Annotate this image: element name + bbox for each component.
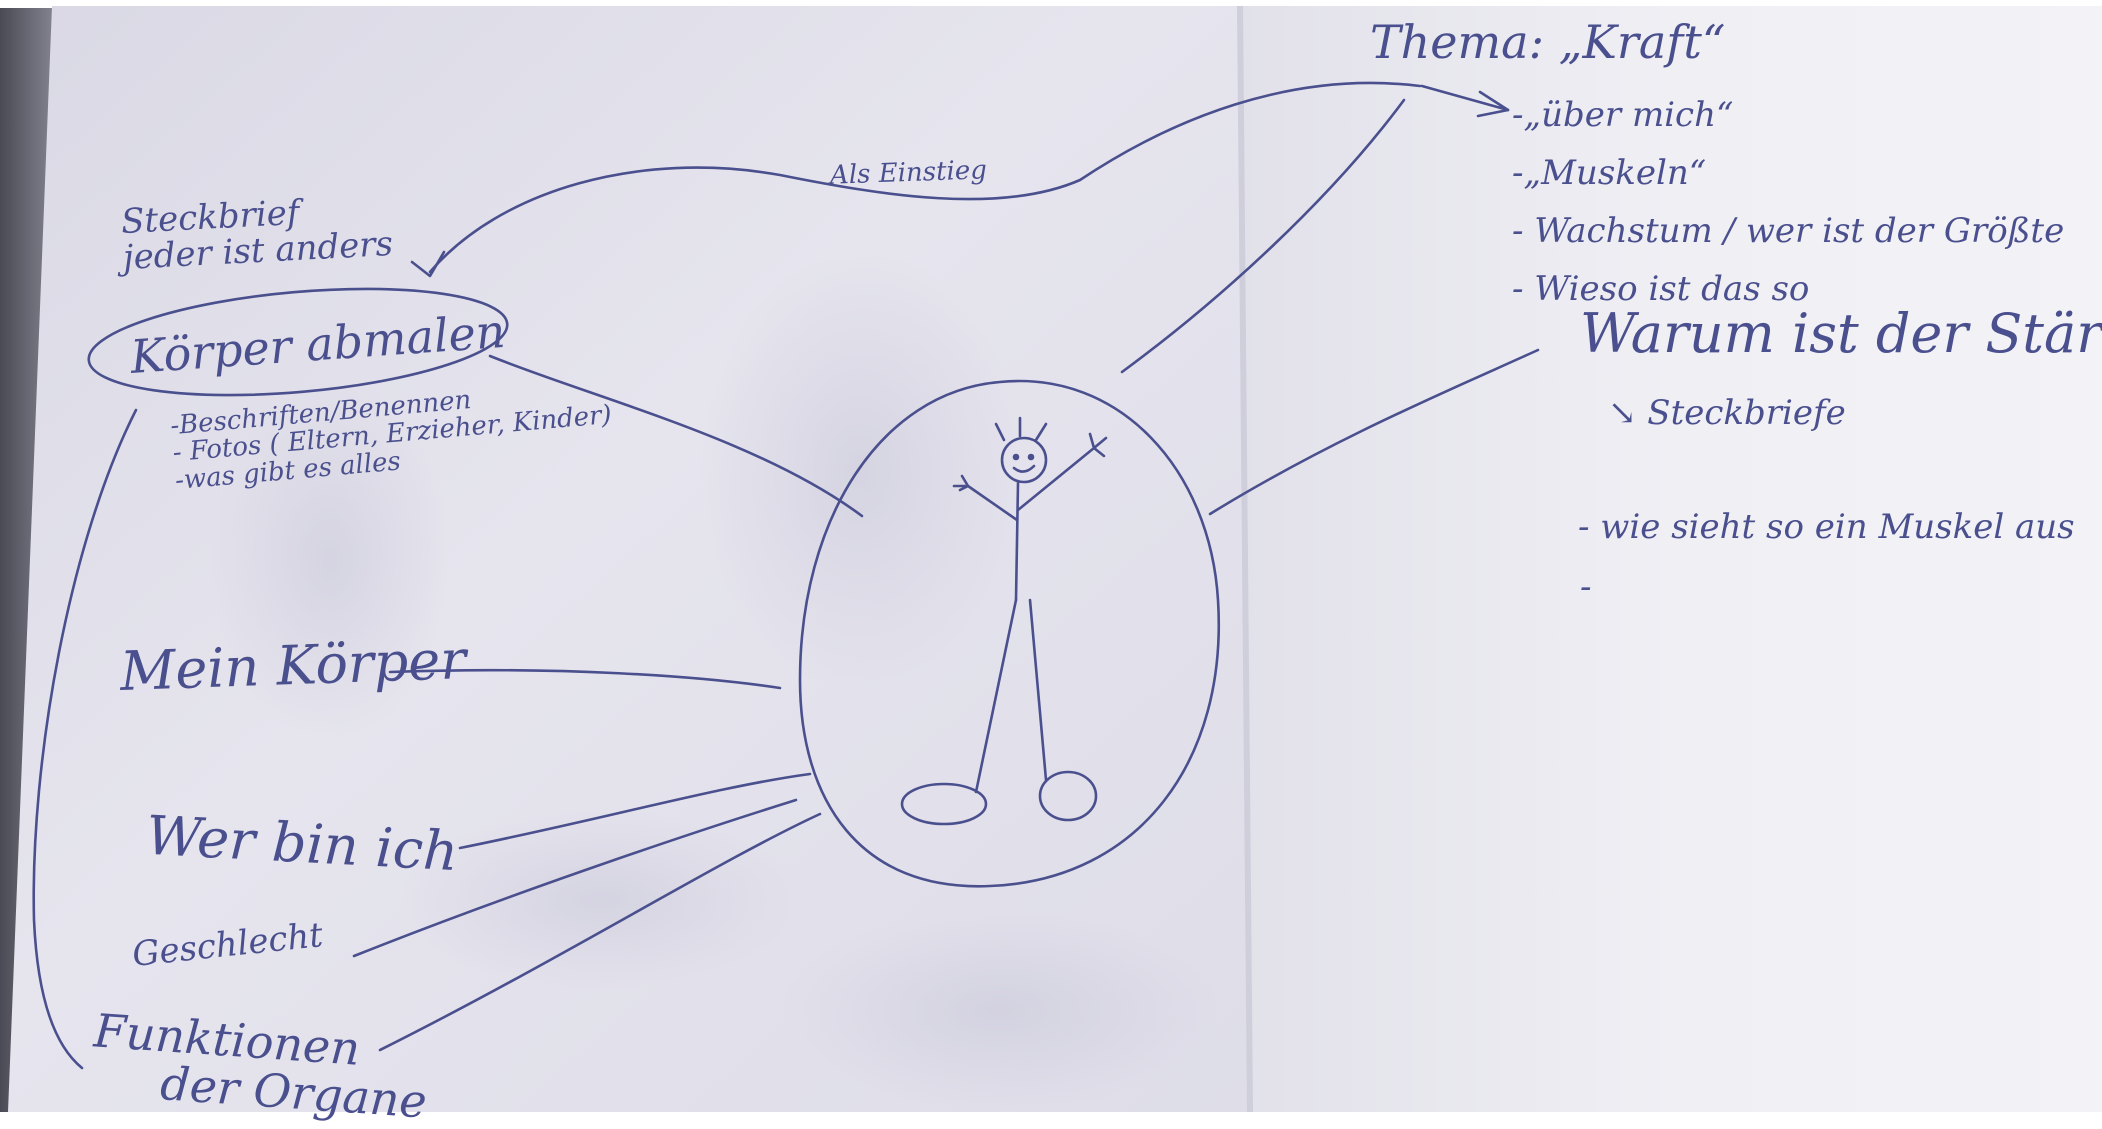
steckbriefe-label: ↘ Steckbriefe [1608, 396, 1846, 432]
list-item: - Wachstum / wer ist der Größte [1512, 202, 2064, 260]
list-item: -„Muskeln“ [1512, 144, 2064, 202]
warum-label: Warum ist der Stärker [1580, 306, 2102, 363]
muskel-question: - wie sieht so ein Muskel aus [1578, 510, 2075, 546]
list-item: -„über mich“ [1512, 86, 2064, 144]
steckbrief-note: Steckbrief jeder ist anders [120, 191, 394, 276]
empty-dash: - [1580, 570, 1592, 606]
mein-koerper-label: Mein Körper [119, 632, 467, 701]
topics-list: -„über mich“ -„Muskeln“ - Wachstum / wer… [1512, 86, 2064, 318]
thema-heading: Thema: „Kraft“ [1370, 18, 1725, 66]
als-einstieg-label: Als Einstieg [830, 157, 988, 190]
